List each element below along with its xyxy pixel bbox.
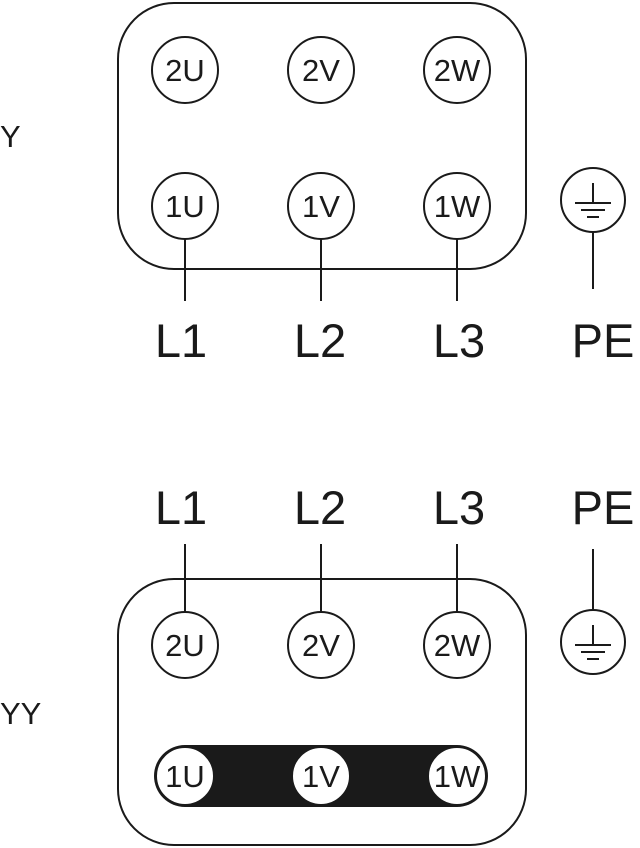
yy-line-label-l3: L3 (433, 481, 485, 534)
yy-line-label-l2: L2 (294, 481, 346, 534)
yy-earth-label: PE (572, 481, 635, 534)
y-connection-section: Y 2U 2V 2W 1U 1V 1W (0, 2, 635, 367)
yy-mode-label: YY (0, 696, 41, 731)
yy-terminal-2v: 2V (287, 611, 355, 679)
y-terminal-2w-label: 2W (434, 53, 481, 88)
y-terminal-1u-label: 1U (165, 189, 205, 224)
yy-terminal-1v: 1V (291, 746, 351, 806)
y-terminal-1w-label: 1W (434, 189, 481, 224)
yy-line-label-l1: L1 (155, 481, 207, 534)
y-terminal-1v-label: 1V (302, 189, 340, 224)
y-terminal-1u: 1U (151, 172, 219, 240)
yy-connection-section: L1 L2 L3 PE YY 2U 2V 2W 1U (0, 481, 635, 846)
y-terminal-1v: 1V (287, 172, 355, 240)
y-mode-label: Y (0, 119, 21, 154)
yy-terminal-1v-label: 1V (302, 759, 340, 794)
y-earth-label: PE (572, 314, 635, 367)
y-terminal-2w: 2W (423, 36, 491, 104)
yy-terminal-1w-label: 1W (434, 759, 481, 794)
yy-terminal-1w: 1W (427, 746, 487, 806)
yy-terminal-1u-label: 1U (165, 759, 205, 794)
yy-terminal-2v-label: 2V (302, 628, 340, 663)
y-terminal-1w: 1W (423, 172, 491, 240)
y-earth-icon (560, 167, 626, 289)
y-terminal-2v: 2V (287, 36, 355, 104)
yy-terminal-2w: 2W (423, 611, 491, 679)
y-line-label-l3: L3 (433, 314, 485, 367)
y-terminal-2u: 2U (151, 36, 219, 104)
y-terminal-2u-label: 2U (165, 53, 205, 88)
y-line-label-l1: L1 (155, 314, 207, 367)
yy-terminal-2w-label: 2W (434, 628, 481, 663)
y-terminal-2v-label: 2V (302, 53, 340, 88)
yy-terminal-2u-label: 2U (165, 628, 205, 663)
y-line-label-l2: L2 (294, 314, 346, 367)
yy-earth-icon (560, 549, 626, 675)
yy-terminal-1u: 1U (155, 746, 215, 806)
yy-terminal-2u: 2U (151, 611, 219, 679)
